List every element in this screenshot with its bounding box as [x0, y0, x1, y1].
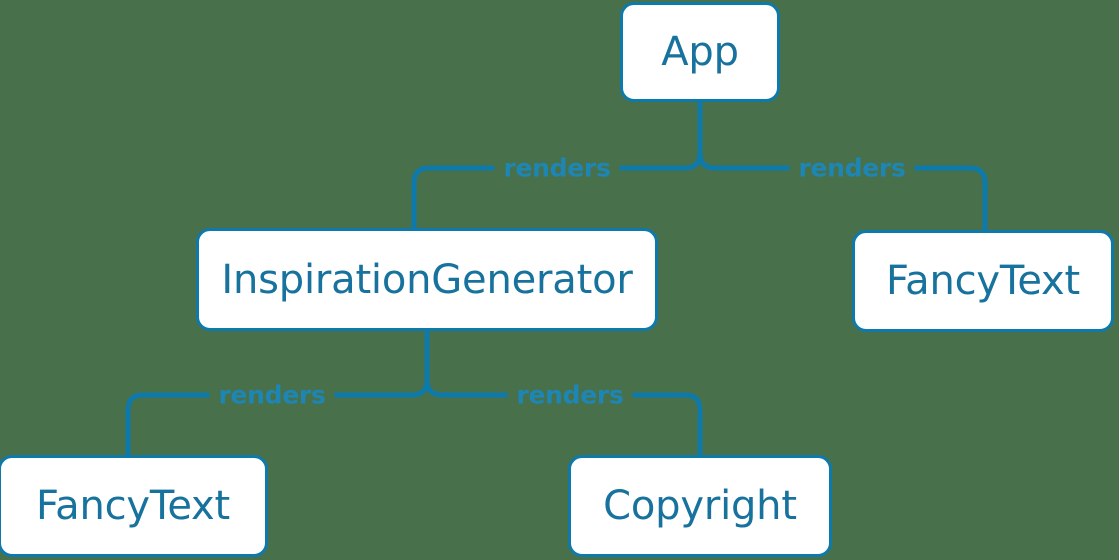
node-app[interactable]: App [620, 2, 780, 102]
node-copyright[interactable]: Copyright [568, 455, 832, 557]
node-copyright-label: Copyright [603, 483, 797, 529]
node-fancytext-bottom-label: FancyText [36, 483, 230, 529]
node-inspiration-generator[interactable]: InspirationGenerator [196, 228, 658, 331]
node-fancytext-right-label: FancyText [886, 258, 1080, 304]
node-fancytext-bottom[interactable]: FancyText [0, 455, 268, 557]
edge-label-inspiration-generator-to-fancytext-bottom: renders [209, 382, 335, 408]
node-inspiration-generator-label: InspirationGenerator [221, 256, 633, 303]
node-app-label: App [661, 29, 739, 75]
edge-label-app-to-fancytext-right: renders [789, 155, 915, 181]
edge-label-inspiration-generator-to-copyright: renders [507, 382, 633, 408]
node-fancytext-right[interactable]: FancyText [852, 230, 1114, 332]
edge-label-app-to-inspiration-generator: renders [494, 155, 620, 181]
